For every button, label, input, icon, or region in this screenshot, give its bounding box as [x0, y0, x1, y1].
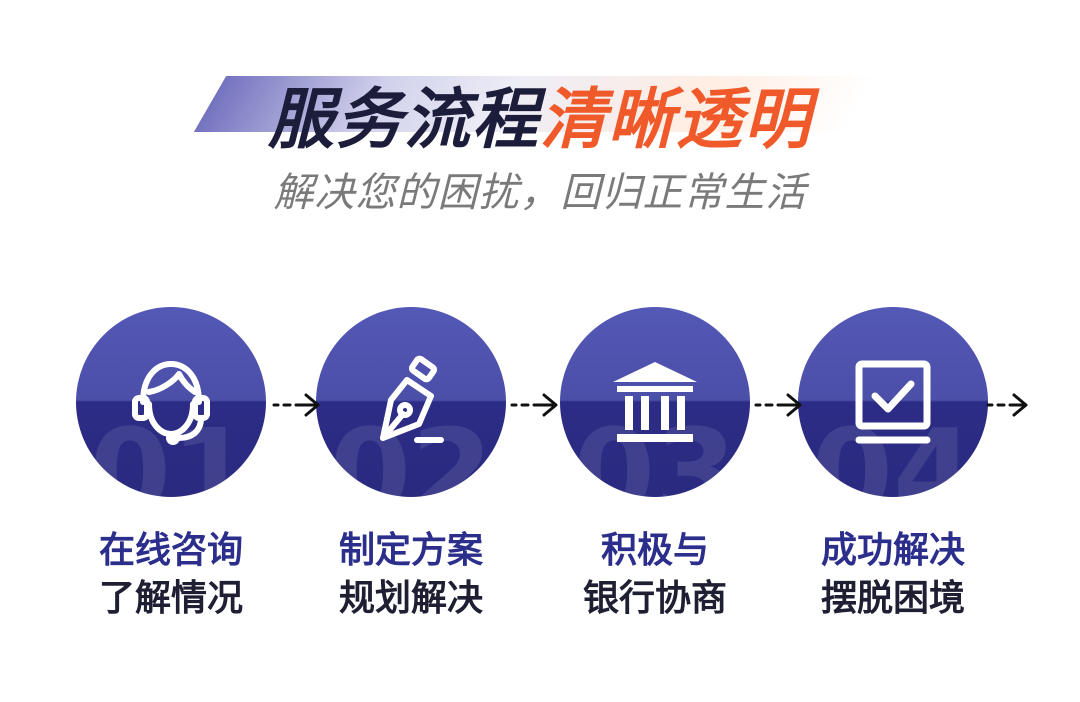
step-circle: 02: [316, 307, 506, 497]
page-subtitle: 解决您的困扰，回归正常生活: [273, 170, 807, 216]
step-label: 在线咨询 了解情况: [76, 527, 266, 623]
bank-building-icon: [613, 362, 697, 442]
step-label-line1: 在线咨询: [98, 530, 243, 571]
dashed-arrow-icon: [510, 393, 558, 417]
step-label: 制定方案 规划解决: [316, 527, 506, 623]
step-circle: 03: [560, 307, 750, 497]
title-block: 服务流程清晰透明: [0, 60, 1080, 158]
dashed-arrow-icon: [986, 393, 1028, 417]
fountain-pen-icon: [380, 355, 444, 443]
step-label-line1: 成功解决: [820, 530, 965, 571]
step-label: 成功解决 摆脱困境: [798, 527, 988, 623]
dashed-arrow-icon: [272, 393, 320, 417]
step-label-line2: 了解情况: [98, 578, 243, 619]
step-03: 03 积极与 银行协商: [560, 307, 750, 623]
step-label-line1: 制定方案: [338, 530, 483, 571]
title-accent-part: 清晰透明: [540, 81, 812, 158]
headset-agent-icon: [132, 361, 210, 445]
step-circle: 04: [798, 307, 988, 497]
title-dark-part: 服务流程: [268, 81, 540, 158]
step-label-line1: 积极与: [600, 530, 709, 571]
dashed-arrow-icon: [754, 393, 802, 417]
step-04: 04 成功解决 摆脱困境: [798, 307, 988, 623]
step-label-line2: 摆脱困境: [820, 578, 965, 619]
checkbox-monitor-icon: [855, 360, 931, 444]
step-label: 积极与 银行协商: [560, 527, 750, 623]
step-02: 02 制定方案 规划解决: [316, 307, 506, 623]
step-number: 03: [572, 403, 738, 497]
step-circle: 01: [76, 307, 266, 497]
page-title: 服务流程清晰透明: [0, 66, 1080, 162]
step-01: 01 在线咨询 了解情况: [76, 307, 266, 623]
step-label-line2: 规划解决: [338, 578, 483, 619]
step-number: 01: [88, 403, 254, 497]
step-label-line2: 银行协商: [582, 578, 727, 619]
